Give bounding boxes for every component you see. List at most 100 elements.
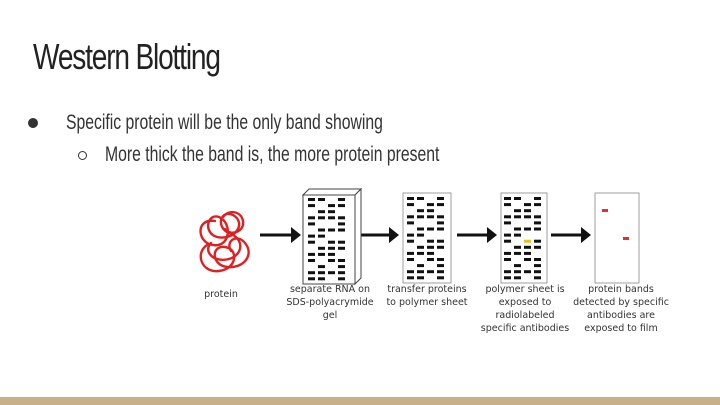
gel-band bbox=[437, 221, 444, 225]
gel-band bbox=[318, 234, 325, 238]
gel-band bbox=[308, 277, 315, 281]
diagram-svg bbox=[199, 187, 640, 286]
gel-band bbox=[437, 276, 444, 280]
caption-polymer: polymer sheet is exposed to radiolabeled… bbox=[480, 284, 570, 334]
gel-band bbox=[318, 210, 325, 214]
gel-band bbox=[308, 234, 315, 238]
gel-band bbox=[514, 215, 521, 219]
caption-separate: separate RNA on SDS-polyacrymide gel bbox=[286, 284, 374, 321]
gel-band bbox=[328, 252, 335, 256]
gel-band bbox=[427, 227, 434, 231]
gel-band bbox=[534, 264, 541, 268]
gel-band bbox=[328, 210, 335, 214]
gel-band bbox=[407, 258, 414, 261]
gel-band bbox=[534, 221, 541, 225]
gel-band bbox=[437, 239, 444, 243]
gel-band bbox=[407, 221, 414, 225]
gel-band bbox=[417, 276, 424, 280]
gel-band bbox=[407, 251, 414, 255]
gel-band bbox=[328, 271, 335, 275]
gel-band bbox=[504, 221, 511, 225]
gel-band bbox=[338, 228, 345, 232]
antibody-sheet-bands bbox=[504, 197, 541, 280]
gel-band bbox=[524, 215, 531, 219]
gel-band bbox=[338, 259, 345, 262]
gel-band bbox=[534, 197, 541, 200]
gel-band bbox=[534, 245, 541, 249]
gel-band bbox=[437, 227, 444, 231]
gel-band bbox=[427, 239, 434, 243]
arrow-1-icon bbox=[260, 227, 301, 243]
western-blot-diagram: protein separate RNA on SDS-polyacrymide… bbox=[185, 183, 685, 348]
gel-band bbox=[514, 233, 521, 237]
gel-band bbox=[308, 259, 315, 262]
gel-band bbox=[417, 264, 424, 268]
gel-band bbox=[308, 252, 315, 256]
gel-band bbox=[318, 271, 325, 275]
gel-band bbox=[308, 198, 315, 201]
gel-band bbox=[514, 245, 521, 249]
gel-band bbox=[514, 276, 521, 280]
bullet-text-1: Specific protein will be the only band s… bbox=[66, 111, 383, 134]
gel-band bbox=[427, 258, 434, 261]
gel-band bbox=[534, 203, 541, 207]
arrow-2-icon bbox=[359, 227, 399, 243]
gel-band bbox=[514, 270, 521, 274]
gel-band bbox=[338, 246, 345, 250]
gel-band bbox=[417, 215, 424, 219]
gel-band bbox=[514, 264, 521, 268]
gel-band bbox=[417, 197, 424, 200]
gel-band bbox=[437, 245, 444, 249]
antibody-sheet bbox=[500, 192, 548, 284]
gel-band bbox=[514, 197, 521, 200]
gel-band bbox=[318, 277, 325, 281]
gel-band bbox=[318, 252, 325, 256]
gel-band bbox=[338, 271, 345, 275]
gel-band bbox=[524, 203, 531, 207]
gel-band bbox=[427, 215, 434, 219]
gel-band bbox=[504, 239, 511, 243]
gel-band bbox=[308, 204, 315, 208]
gel-band bbox=[318, 198, 325, 201]
caption-transfer: transfer proteins to polymer sheet bbox=[386, 284, 468, 308]
gel-band bbox=[534, 215, 541, 219]
gel-band bbox=[338, 240, 345, 244]
caption-protein: protein bbox=[204, 289, 238, 300]
gel-band bbox=[407, 233, 414, 237]
gel-band bbox=[328, 246, 335, 250]
gel-band bbox=[427, 203, 434, 207]
gel-band bbox=[338, 198, 345, 201]
gel-band bbox=[328, 259, 335, 262]
gel-band bbox=[437, 264, 444, 268]
slide-title: Western Blotting bbox=[33, 36, 221, 77]
gel-band bbox=[504, 203, 511, 207]
gel-band bbox=[417, 245, 424, 249]
gel-band bbox=[318, 265, 325, 269]
gel-bands bbox=[308, 198, 345, 281]
gel-band bbox=[308, 222, 315, 226]
gel-band bbox=[514, 251, 521, 255]
gel-band bbox=[338, 277, 345, 281]
gel-band bbox=[328, 228, 335, 232]
gel-band bbox=[504, 270, 511, 274]
gel-band bbox=[504, 215, 511, 219]
gel-band bbox=[534, 239, 541, 243]
gel-band bbox=[504, 251, 511, 255]
gel-band bbox=[504, 233, 511, 237]
gel-band bbox=[407, 239, 414, 243]
gel-band bbox=[338, 216, 345, 220]
gel-band bbox=[407, 276, 414, 280]
gel-band bbox=[328, 216, 335, 220]
gel-band bbox=[427, 209, 434, 213]
gel-band bbox=[328, 204, 335, 208]
gel-band bbox=[524, 270, 531, 274]
gel-band bbox=[534, 270, 541, 274]
gel-band bbox=[417, 251, 424, 255]
gel-band bbox=[524, 258, 531, 261]
gel-band bbox=[504, 276, 511, 280]
gel-band bbox=[427, 251, 434, 255]
highlight-band bbox=[524, 239, 531, 243]
gel-band bbox=[534, 258, 541, 261]
gel-band bbox=[417, 270, 424, 274]
gel-band bbox=[417, 209, 424, 213]
